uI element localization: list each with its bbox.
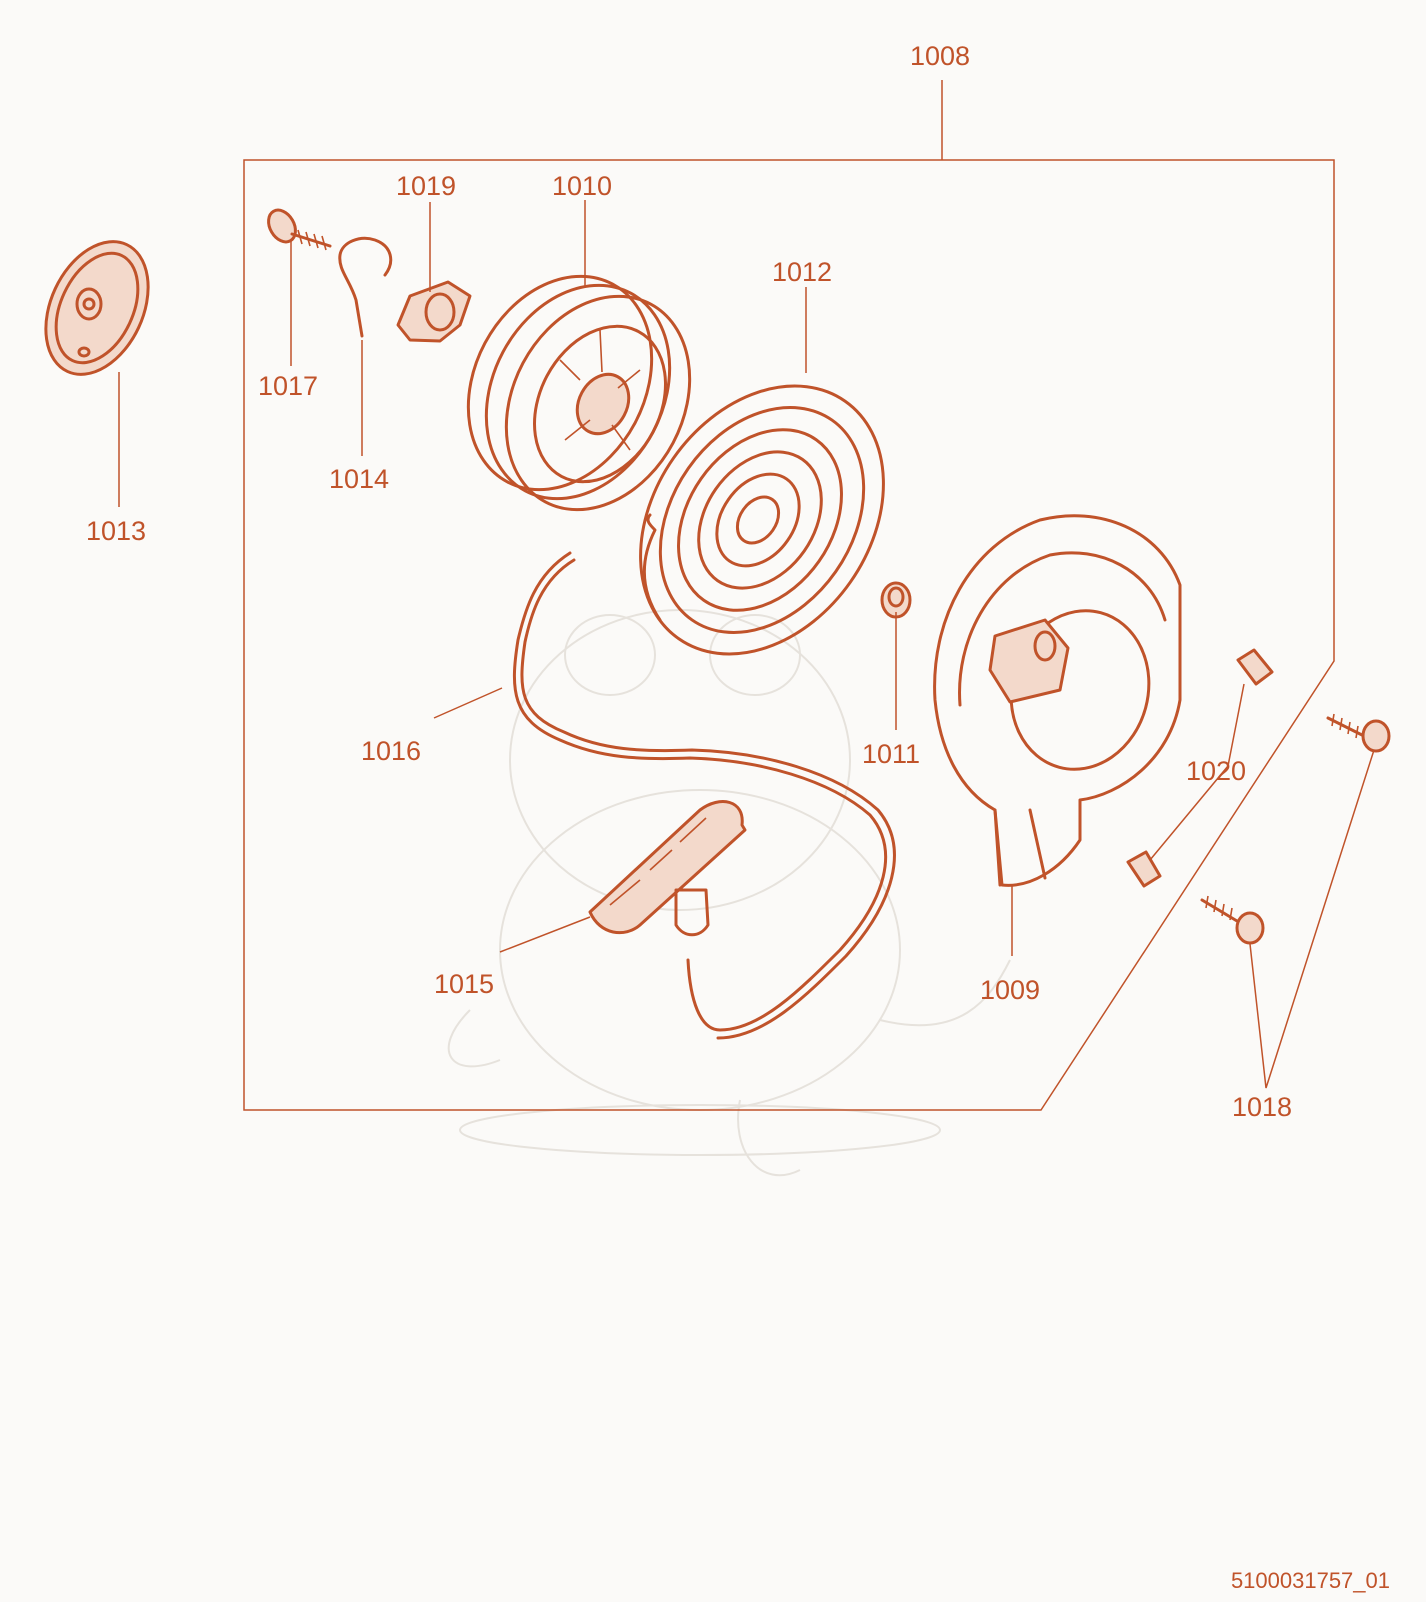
rope-leader <box>433 687 503 719</box>
assembly-frame <box>243 159 1335 1111</box>
label-handle: 1015 <box>434 969 494 999</box>
watermark-figure <box>447 609 1011 1177</box>
label-screws: 1018 <box>1232 1092 1292 1122</box>
label-bushing: 1011 <box>862 739 920 769</box>
label-rope: 1016 <box>361 736 421 766</box>
spring-drawing <box>639 384 885 656</box>
handle-leader <box>499 916 591 953</box>
rope-drawing <box>512 551 887 1032</box>
drawing-code: 5100031757_01 <box>1231 1568 1390 1593</box>
bushing-drawing <box>880 581 912 619</box>
screws-drawing <box>1200 713 1391 945</box>
pulley-drawing <box>466 274 692 512</box>
pins-leader <box>1149 683 1245 861</box>
hook-drawing <box>338 236 393 338</box>
pins-drawing <box>1126 648 1274 888</box>
small-screw-drawing <box>267 208 332 251</box>
label-spring: 1012 <box>772 257 832 287</box>
label-hook: 1014 <box>329 464 389 494</box>
label-screw-small: 1017 <box>258 371 318 401</box>
screws-leader <box>1249 749 1375 1089</box>
handle-drawing <box>588 800 747 937</box>
starter-cup-drawing <box>44 240 150 376</box>
label-clip: 1019 <box>396 171 456 201</box>
label-assembly: 1008 <box>910 41 970 71</box>
label-starter-cup: 1013 <box>86 516 146 546</box>
label-pulley: 1010 <box>552 171 612 201</box>
rope-drawing-inner <box>520 558 896 1040</box>
label-housing: 1009 <box>980 975 1040 1005</box>
label-pins: 1020 <box>1186 756 1246 786</box>
clip-drawing <box>396 280 472 343</box>
housing-drawing <box>933 514 1182 887</box>
